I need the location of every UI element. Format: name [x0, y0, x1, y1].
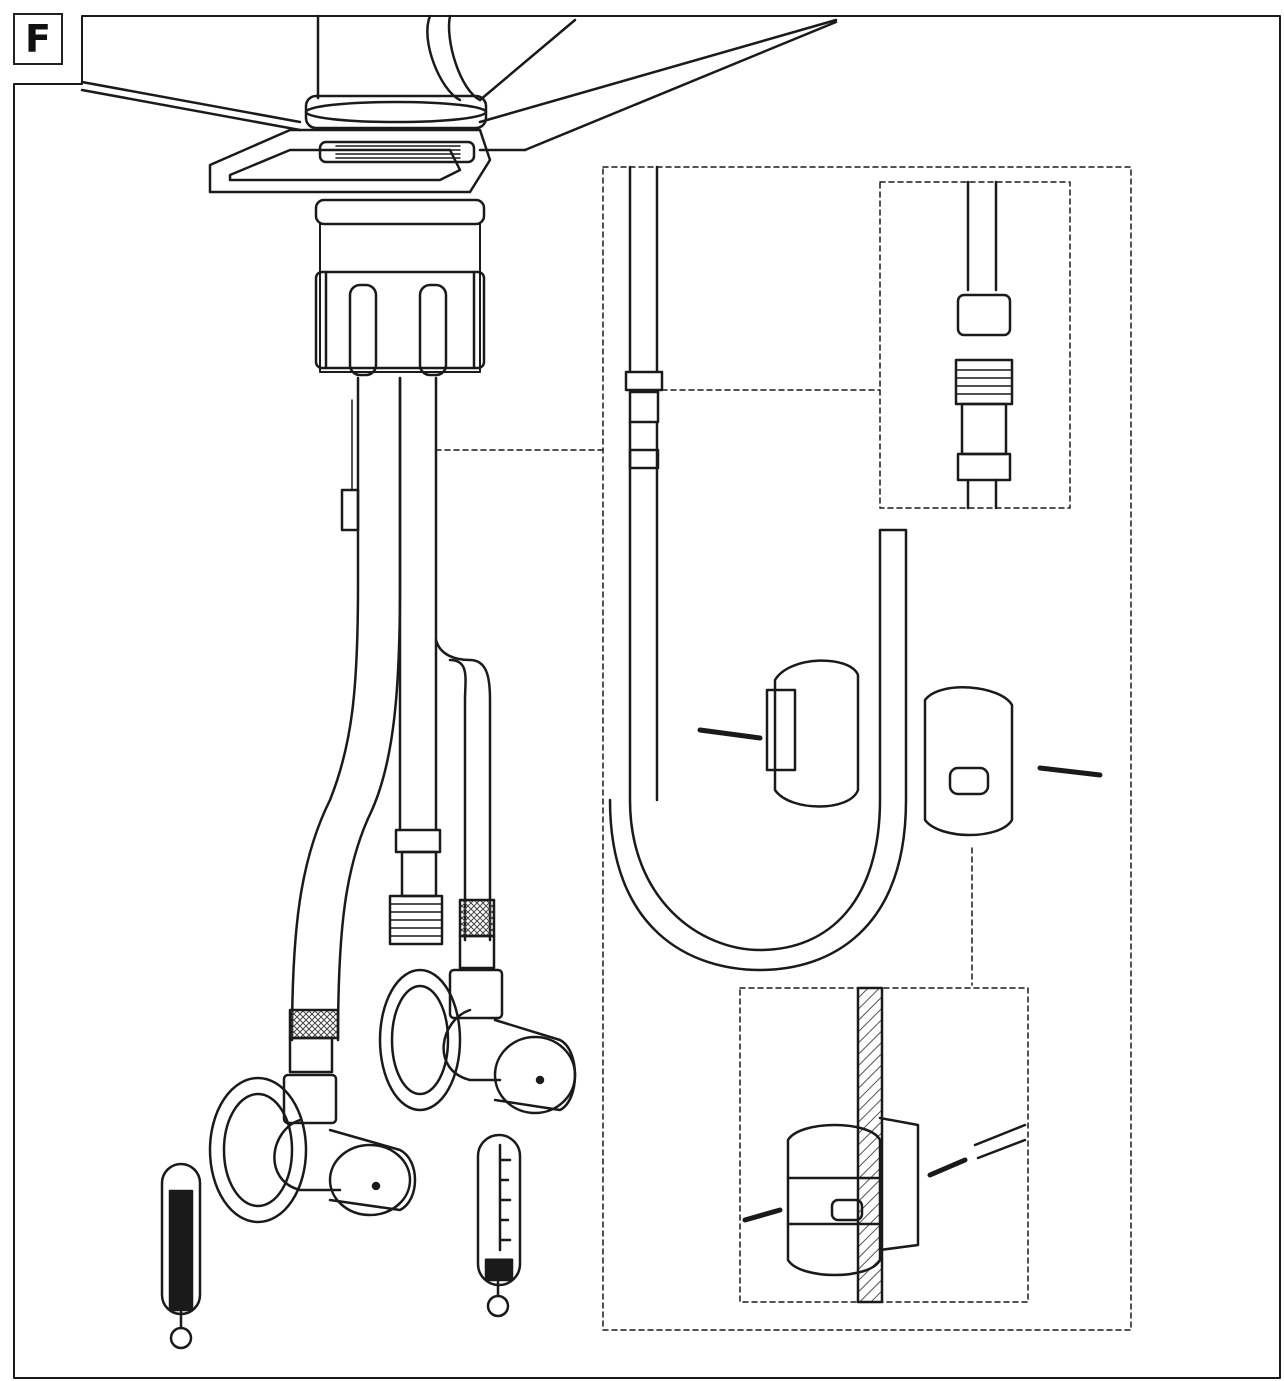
thermometer-cold [476, 1133, 522, 1318]
angle-valve-cold [378, 934, 577, 1115]
faucet-body [304, 14, 577, 130]
step-letter: F [25, 17, 51, 61]
mounting-plate [208, 128, 492, 373]
step-label: F [13, 13, 63, 65]
thermometer-hot [160, 1162, 202, 1350]
hose-connector [388, 828, 444, 946]
hose-clip-parts [697, 659, 1103, 986]
connector-inset [879, 180, 1071, 510]
wall-mount-inset [739, 986, 1029, 1304]
countertop [80, 18, 838, 152]
angle-valve-hot [208, 1036, 417, 1224]
mounting-nut [314, 270, 486, 377]
detail-box [602, 165, 1132, 1331]
supply-hoses [290, 376, 492, 1042]
panel-frame [13, 15, 1281, 1379]
